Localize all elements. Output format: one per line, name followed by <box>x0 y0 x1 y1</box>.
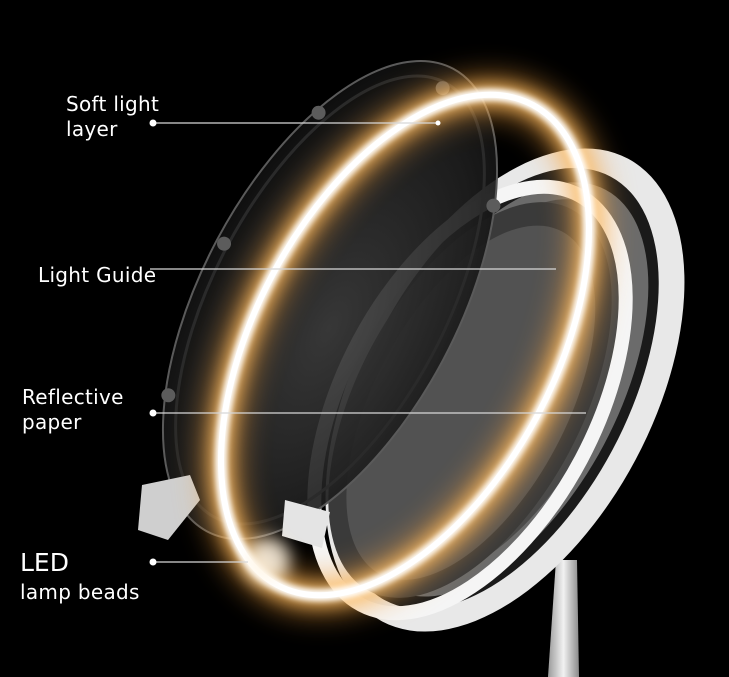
callout-soft-light-layer: Soft light layer <box>66 92 159 142</box>
callout-led-line1: LED <box>20 548 69 577</box>
callout-reflective-line1: Reflective <box>22 385 124 409</box>
callout-reflective-line2: paper <box>22 410 82 434</box>
callout-light-guide-text: Light Guide <box>38 263 157 287</box>
callout-soft-light-line1: Soft light <box>66 92 160 116</box>
housing-bracket <box>282 500 330 548</box>
stand <box>548 560 579 677</box>
callout-led-line2: lamp beads <box>20 580 140 604</box>
callout-reflective-paper: Reflective paper <box>22 385 124 435</box>
leader-lines <box>150 122 586 563</box>
leader-dots <box>149 119 441 566</box>
disk-bracket <box>138 475 200 540</box>
callout-soft-light-line2: layer <box>66 117 118 141</box>
callout-light-guide: Light Guide <box>38 263 156 288</box>
light-guide-ring <box>201 74 609 616</box>
led-hotspot <box>246 538 290 582</box>
callout-led-lamp-beads: LED lamp beads <box>20 548 140 606</box>
